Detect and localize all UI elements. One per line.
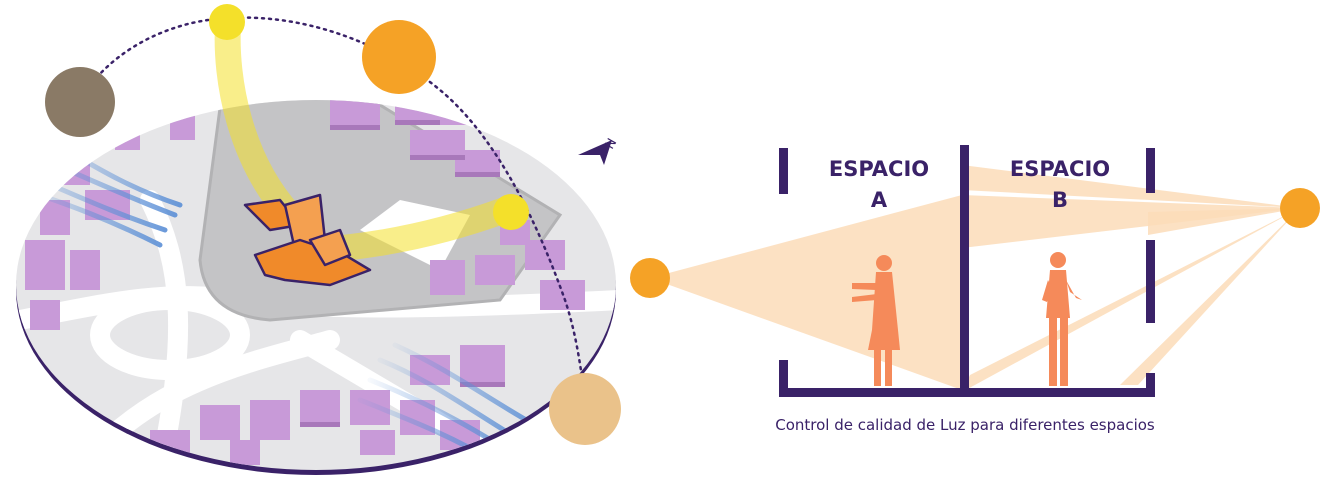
wall-left-upper [779, 148, 788, 194]
person-b [1042, 252, 1082, 386]
space-a-label-line2: A [871, 188, 888, 212]
section-caption: Control de calidad de Luz para diferente… [775, 416, 1155, 434]
sun-noon-small [209, 4, 245, 40]
sun-evening [549, 373, 621, 445]
section-diagram: ESPACIO A ESPACIO B Control de calidad d… [630, 145, 1320, 434]
sun-left [630, 258, 670, 298]
floor-slab [779, 388, 1155, 397]
light-cones [650, 165, 1300, 392]
site-building [243, 193, 372, 287]
north-arrow: N [578, 136, 620, 165]
sun-morning [45, 67, 115, 137]
space-a-label-line1: ESPACIO [829, 157, 929, 181]
sun-afternoon [493, 194, 529, 230]
wall-center [960, 145, 969, 397]
wall-left-lower [779, 360, 788, 397]
site-map: N [16, 4, 621, 475]
wall-right-upper [1146, 148, 1155, 193]
wall-right-middle [1146, 240, 1155, 323]
space-b-label-line1: ESPACIO [1010, 157, 1110, 181]
person-a [852, 255, 900, 386]
sun-noon-large [362, 20, 436, 94]
sun-right [1280, 188, 1320, 228]
building-shadows [300, 120, 505, 427]
wall-right-lower [1146, 373, 1155, 397]
section-walls [779, 145, 1155, 397]
space-b-label-line2: B [1052, 188, 1068, 212]
